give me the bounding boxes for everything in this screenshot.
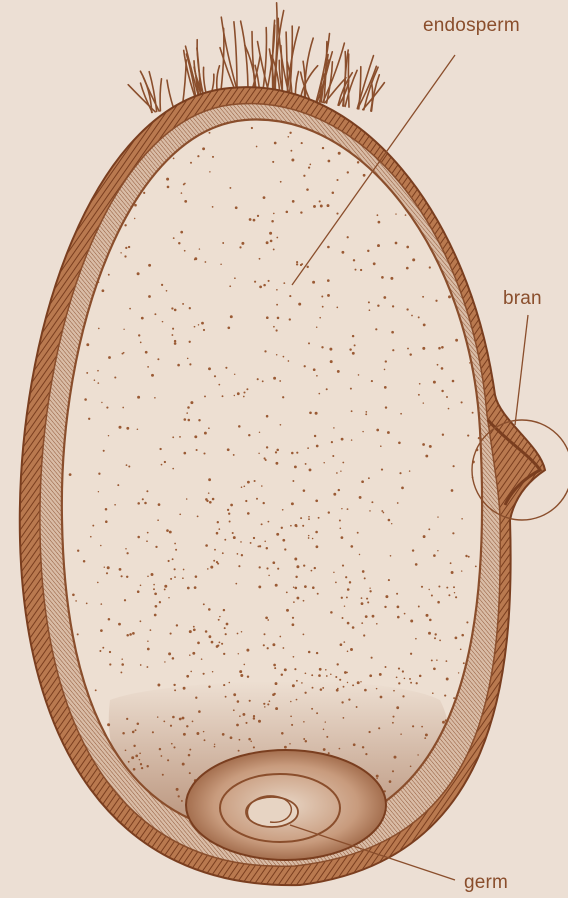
germ-label: germ <box>464 872 508 894</box>
bran-leader-line <box>515 315 528 425</box>
endosperm-label: endosperm <box>423 15 520 37</box>
bran-label: bran <box>503 288 542 310</box>
